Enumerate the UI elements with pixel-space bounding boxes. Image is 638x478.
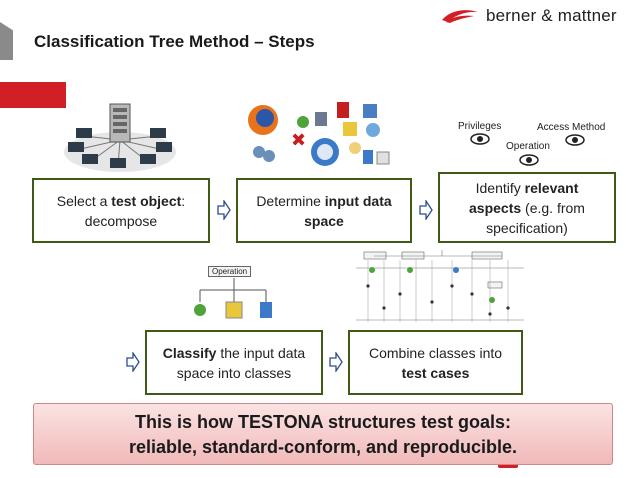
tree-root-node: Operation — [208, 266, 252, 277]
step-classify-input-space: Classify the input data space into class… — [145, 330, 323, 395]
accent-bar — [0, 82, 66, 108]
logo-text: berner & mattner — [486, 6, 617, 25]
eye-icon — [519, 154, 539, 166]
eye-icon — [470, 133, 490, 145]
step-combine-classes: Combine classes into test cases — [348, 330, 523, 395]
test-case-grid-illustration — [356, 250, 524, 322]
banner-line-1: This is how TESTONA structures test goal… — [134, 412, 512, 432]
arrow-right-icon — [329, 352, 343, 372]
page-title: Classification Tree Method – Steps — [34, 32, 315, 51]
arrow-right-icon — [217, 200, 231, 220]
arrow-right-icon — [126, 352, 140, 372]
network-illustration — [64, 103, 176, 172]
logo-swoosh-icon — [442, 10, 478, 23]
company-logo: berner & mattner — [440, 3, 617, 29]
eye-icon — [565, 134, 585, 146]
banner-line-2: reliable, standard-conform, and reproduc… — [128, 437, 518, 457]
classification-tree-illustration — [194, 278, 272, 319]
applications-illustration: ✖ — [248, 102, 390, 166]
slide-side-tab — [0, 22, 13, 60]
privileges-label: Privileges — [458, 121, 502, 132]
svg-text:✖: ✖ — [291, 130, 306, 151]
operation-label: Operation — [506, 141, 550, 152]
arrow-right-icon — [419, 200, 433, 220]
step-determine-input-space: Determine input data space — [236, 178, 412, 243]
summary-banner: This is how TESTONA structures test goal… — [33, 403, 613, 465]
step-select-test-object: Select a test object: decompose — [32, 178, 210, 243]
access-method-label: Access Method — [537, 122, 606, 133]
step-identify-aspects: Identify relevant aspects (e.g. from spe… — [438, 172, 616, 243]
